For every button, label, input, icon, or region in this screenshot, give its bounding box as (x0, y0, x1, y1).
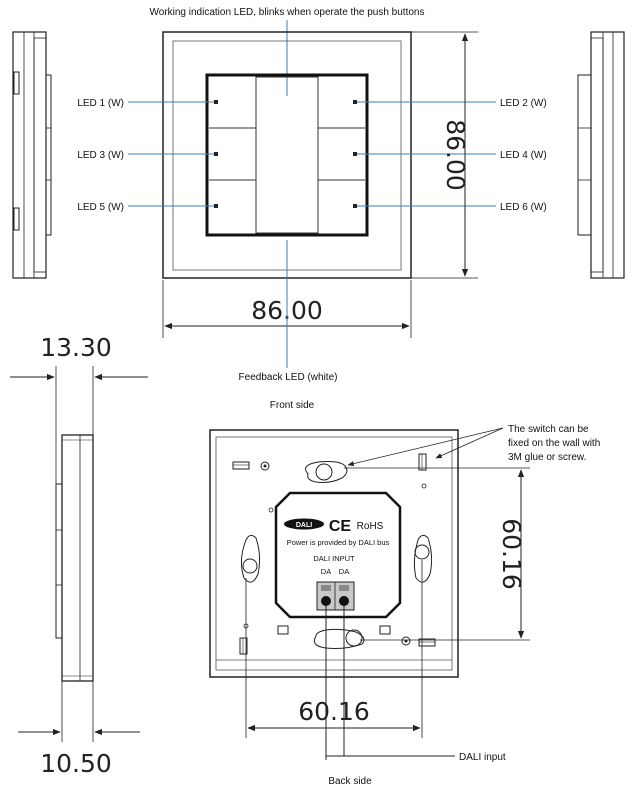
top-note: Working indication LED, blinks when oper… (150, 7, 425, 18)
mount-note-line-1: The switch can be (508, 424, 589, 435)
side-view-left (12, 31, 52, 279)
mount-note-line-3: 3M glue or screw. (508, 452, 586, 463)
back-height-dim-value: 60.16 (497, 518, 526, 590)
led-dot-3 (214, 152, 218, 156)
back-width-dim-value: 60.16 (298, 697, 370, 726)
led-2-label: LED 2 (W) (500, 98, 547, 109)
depth-frame-value: 10.50 (40, 749, 112, 778)
button-panel (205, 73, 369, 237)
da-label-2: DA (339, 567, 349, 576)
bottom-keyhole (313, 628, 365, 649)
led-3-label: LED 3 (W) (77, 150, 124, 161)
led-4-label: LED 4 (W) (500, 150, 547, 161)
side-view-right (577, 31, 625, 279)
height-dim-value: 86.00 (441, 119, 470, 191)
back-plate-inner (215, 436, 453, 671)
led-6-label: LED 6 (W) (500, 202, 547, 213)
right-keyhole (413, 534, 433, 583)
back-view (209, 429, 459, 678)
feedback-led-label: Feedback LED (white) (239, 372, 338, 383)
depth-view (55, 434, 94, 682)
top-keyhole (305, 461, 348, 483)
da-label-1: DA (321, 567, 331, 576)
led-dot-4 (353, 152, 357, 156)
led-1-label: LED 1 (W) (77, 98, 124, 109)
led-dot-1 (214, 100, 218, 104)
dali-input-text: DALI INPUT (313, 554, 355, 563)
back-label: DALI CE RoHS Power is provided by DALI b… (284, 518, 390, 576)
depth-total-value: 13.30 (40, 333, 112, 362)
rohs-mark: RoHS (357, 521, 384, 532)
dali-input-label: DALI input (459, 752, 506, 763)
front-side-caption: Front side (270, 400, 315, 411)
power-note: Power is provided by DALI bus (287, 538, 390, 547)
led-5-label: LED 5 (W) (77, 202, 124, 213)
left-keyhole (240, 534, 261, 583)
ce-mark: CE (329, 518, 352, 535)
dali-logo-text: DALI (296, 522, 312, 529)
back-side-caption: Back side (328, 776, 372, 787)
led-dot-5 (214, 204, 218, 208)
led-dot-2 (353, 100, 357, 104)
mount-note-line-2: fixed on the wall with (508, 438, 600, 449)
back-module (274, 491, 402, 619)
led-dot-6 (353, 204, 357, 208)
dali-logo (284, 518, 324, 530)
center-strip (255, 76, 319, 234)
back-plate-outer (209, 429, 459, 678)
